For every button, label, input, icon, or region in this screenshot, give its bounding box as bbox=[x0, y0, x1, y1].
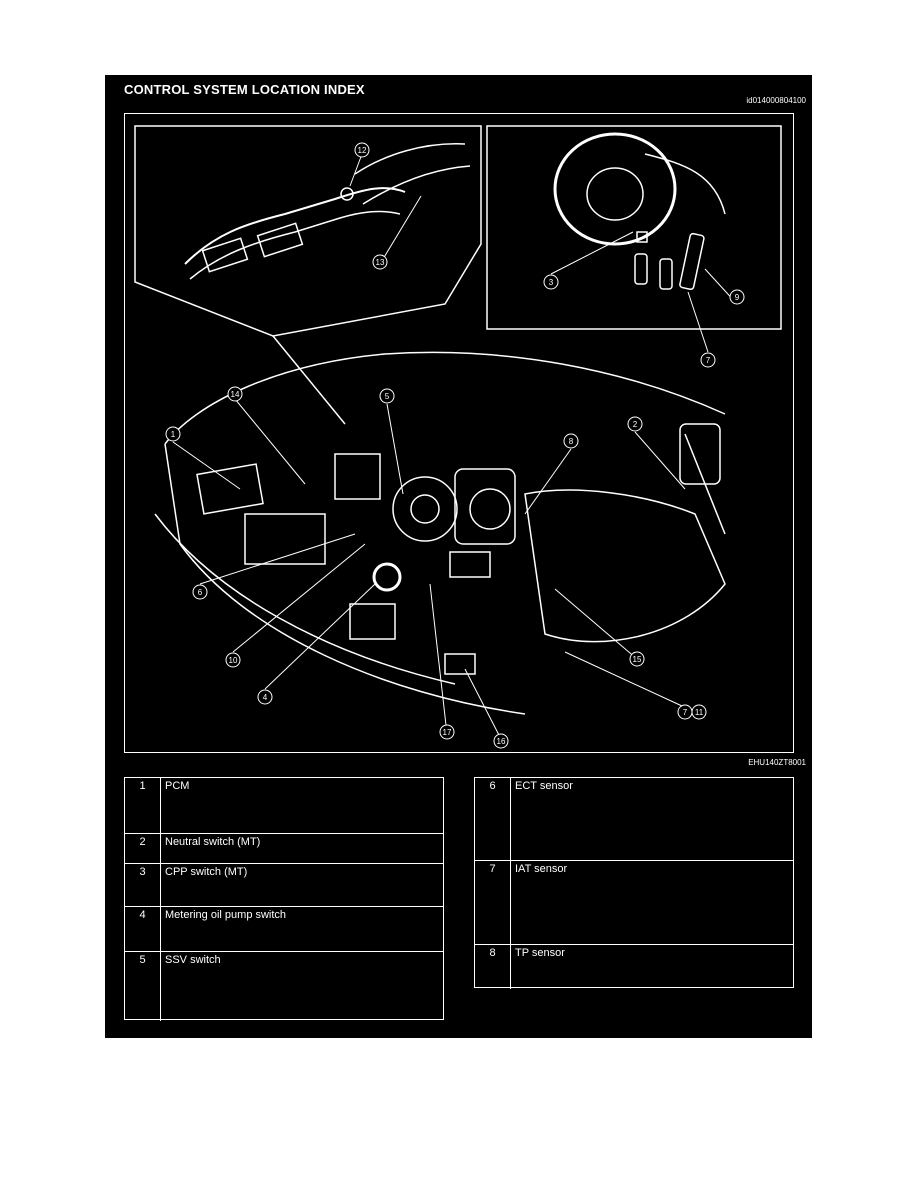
callout-14 bbox=[227, 386, 243, 402]
row-label: IAT sensor bbox=[515, 863, 568, 875]
callout-11 bbox=[691, 704, 707, 720]
location-figure: 1 2 3 4 5 6 7 8 9 10 12 13 14 15 16 17 7… bbox=[124, 113, 794, 753]
table-row: 6 ECT sensor bbox=[475, 778, 793, 860]
row-label: PCM bbox=[165, 780, 190, 792]
callout-label-15: 15 bbox=[633, 655, 642, 664]
row-number: 3 bbox=[125, 864, 161, 907]
callout-3 bbox=[543, 274, 559, 290]
row-label: SSV switch bbox=[165, 954, 221, 966]
callout-label-3: 3 bbox=[549, 278, 554, 287]
component-table-right: 6 ECT sensor 7 IAT sensor 8 TP sensor bbox=[474, 777, 794, 989]
document-sheet: CONTROL SYSTEM LOCATION INDEX id01400080… bbox=[105, 75, 812, 1038]
row-number: 8 bbox=[475, 945, 511, 989]
callout-1 bbox=[165, 426, 181, 442]
callout-label-2: 2 bbox=[633, 420, 638, 429]
callout-9 bbox=[729, 289, 745, 305]
callout-13 bbox=[372, 254, 388, 270]
callout-4 bbox=[257, 689, 273, 705]
callout-15 bbox=[629, 651, 645, 667]
callout-6 bbox=[192, 584, 208, 600]
row-number: 4 bbox=[125, 907, 161, 952]
callout-12 bbox=[354, 142, 370, 158]
row-number: 7 bbox=[475, 861, 511, 945]
row-number: 5 bbox=[125, 952, 161, 1021]
row-number: 2 bbox=[125, 834, 161, 864]
row-number: 1 bbox=[125, 778, 161, 833]
callout-16 bbox=[493, 733, 509, 749]
callout-label-16: 16 bbox=[497, 737, 506, 746]
callout-label-6: 6 bbox=[198, 588, 203, 597]
callout-label-12: 12 bbox=[358, 146, 367, 155]
callout-8 bbox=[563, 433, 579, 449]
row-label: ECT sensor bbox=[515, 780, 573, 792]
component-table-left: 1 PCM 2 Neutral switch (MT) 3 CPP switch… bbox=[124, 777, 444, 1021]
callout-label-1: 1 bbox=[171, 430, 176, 439]
callout-label-10: 10 bbox=[229, 656, 238, 665]
row-label: Neutral switch (MT) bbox=[165, 836, 261, 848]
row-label: TP sensor bbox=[515, 947, 565, 959]
row-label: Metering oil pump switch bbox=[165, 909, 287, 921]
callout-label-7b: 7 bbox=[683, 708, 688, 717]
callout-label-5: 5 bbox=[385, 392, 390, 401]
callout-label-11: 11 bbox=[695, 708, 704, 717]
document-id: id014000804100 bbox=[746, 96, 806, 105]
callout-label-17: 17 bbox=[443, 728, 452, 737]
callout-10 bbox=[225, 652, 241, 668]
callout-2 bbox=[627, 416, 643, 432]
callout-label-8: 8 bbox=[569, 437, 574, 446]
table-row: 7 IAT sensor bbox=[475, 860, 793, 945]
engine-bay-illustration: 1 2 3 4 5 6 7 8 9 10 12 13 14 15 16 17 7… bbox=[134, 125, 782, 749]
row-number: 6 bbox=[475, 778, 511, 860]
callout-7 bbox=[700, 352, 716, 368]
callout-5 bbox=[379, 388, 395, 404]
row-label: CPP switch (MT) bbox=[165, 866, 248, 878]
callout-label-7: 7 bbox=[706, 356, 711, 365]
table-row: 5 SSV switch bbox=[125, 951, 443, 1021]
table-row: 4 Metering oil pump switch bbox=[125, 906, 443, 952]
page-title: CONTROL SYSTEM LOCATION INDEX bbox=[124, 82, 365, 97]
inset-frame-pedals bbox=[486, 125, 782, 330]
callout-label-9: 9 bbox=[735, 293, 740, 302]
table-row: 1 PCM bbox=[125, 778, 443, 833]
callout-label-14: 14 bbox=[231, 390, 240, 399]
table-row: 2 Neutral switch (MT) bbox=[125, 833, 443, 864]
callout-label-13: 13 bbox=[376, 258, 385, 267]
table-row: 8 TP sensor bbox=[475, 944, 793, 989]
table-row: 3 CPP switch (MT) bbox=[125, 863, 443, 907]
inset-frame-intake bbox=[134, 125, 482, 337]
callout-17 bbox=[439, 724, 455, 740]
figure-code: EHU140ZT8001 bbox=[748, 758, 806, 767]
callout-label-4: 4 bbox=[263, 693, 268, 702]
